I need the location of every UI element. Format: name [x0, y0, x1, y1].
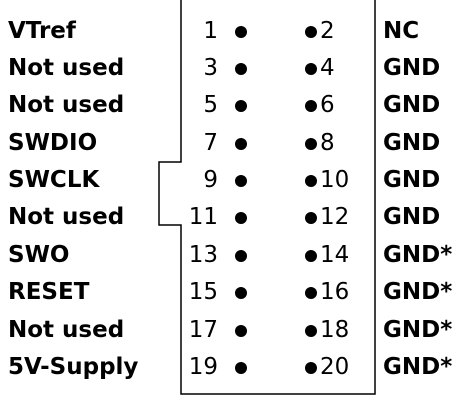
pin-3-dot [235, 63, 247, 75]
pin-5-label: Not used [8, 92, 125, 118]
pin-14-label: GND* [383, 242, 453, 268]
pin-5-dot [235, 100, 247, 112]
pin-3-number: 3 [203, 55, 218, 81]
pin-17-dot [235, 325, 247, 337]
pin-18-label: GND* [383, 317, 453, 343]
pin-12-number: 12 [320, 204, 350, 230]
pin-10-label: GND [383, 167, 441, 193]
pin-20-dot [305, 362, 317, 374]
pin-15-label: RESET [8, 279, 90, 305]
pin-20-number: 20 [320, 354, 350, 380]
pin-7-number: 7 [203, 130, 218, 156]
pin-3-label: Not used [8, 55, 125, 81]
pin-13-dot [235, 250, 247, 262]
pin-1-label: VTref [8, 18, 76, 44]
pin-19-label: 5V-Supply [8, 354, 139, 380]
pin-18-dot [305, 325, 317, 337]
pin-8-label: GND [383, 130, 441, 156]
pin-17-label: Not used [8, 317, 125, 343]
pin-4-dot [305, 63, 317, 75]
pin-8-number: 8 [320, 130, 335, 156]
pin-5-number: 5 [203, 92, 218, 118]
pin-16-label: GND* [383, 279, 453, 305]
pin-10-dot [305, 175, 317, 187]
pin-12-dot [305, 212, 317, 224]
pin-12-label: GND [383, 204, 441, 230]
pin-6-label: GND [383, 92, 441, 118]
pin-18-number: 18 [320, 317, 350, 343]
pin-9-dot [235, 175, 247, 187]
pin-6-number: 6 [320, 92, 335, 118]
pin-10-number: 10 [320, 167, 350, 193]
pin-2-dot [305, 26, 317, 38]
pin-14-dot [305, 250, 317, 262]
pin-9-number: 9 [203, 167, 218, 193]
pin-9-label: SWCLK [8, 167, 100, 193]
pin-7-label: SWDIO [8, 130, 98, 156]
pin-2-label: NC [383, 18, 420, 44]
pin-20-label: GND* [383, 354, 453, 380]
pin-6-dot [305, 100, 317, 112]
pin-19-number: 19 [188, 354, 218, 380]
pin-19-dot [235, 362, 247, 374]
pin-13-number: 13 [188, 242, 218, 268]
pin-2-number: 2 [320, 18, 335, 44]
pin-8-dot [305, 138, 317, 150]
pin-13-label: SWO [8, 242, 70, 268]
pin-1-dot [235, 26, 247, 38]
pin-7-dot [235, 138, 247, 150]
pin-11-label: Not used [8, 204, 125, 230]
pin-14-number: 14 [320, 242, 350, 268]
pin-15-number: 15 [188, 279, 218, 305]
pin-15-dot [235, 287, 247, 299]
pin-16-number: 16 [320, 279, 350, 305]
pin-4-label: GND [383, 55, 441, 81]
pin-4-number: 4 [320, 55, 335, 81]
pin-11-number: 11 [188, 204, 218, 230]
pin-16-dot [305, 287, 317, 299]
pin-1-number: 1 [203, 18, 218, 44]
pin-11-dot [235, 212, 247, 224]
pin-17-number: 17 [188, 317, 218, 343]
